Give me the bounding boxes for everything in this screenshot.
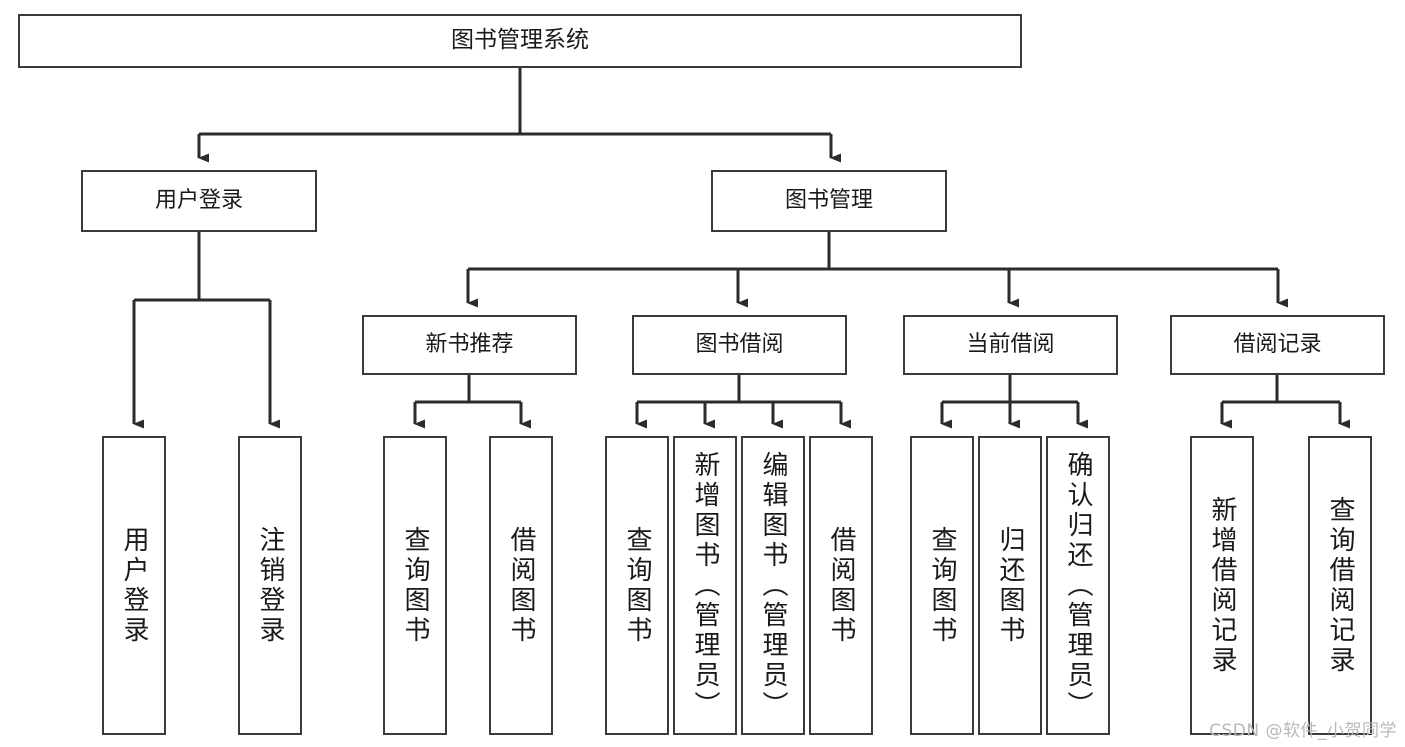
leaf-current-return-book[interactable]: 归还图书	[978, 436, 1042, 735]
leaf-borrow-borrow-book[interactable]: 借阅图书	[809, 436, 873, 735]
node-label: 查询图书	[927, 525, 957, 646]
node-label: 图书管理系统	[451, 27, 589, 54]
node-label: 当前借阅	[966, 332, 1055, 358]
node-current-borrow[interactable]: 当前借阅	[903, 315, 1118, 375]
node-label: 图书管理	[784, 188, 873, 214]
leaf-borrow-edit-book-admin[interactable]: 编辑图书（管理员）	[741, 436, 805, 735]
leaf-user-logout[interactable]: 注销登录	[238, 436, 302, 735]
node-label: 归还图书	[995, 525, 1025, 646]
leaf-borrow-query-book[interactable]: 查询图书	[605, 436, 669, 735]
node-label: 用户登录	[154, 188, 243, 214]
node-new-book-recommend[interactable]: 新书推荐	[362, 315, 577, 375]
leaf-user-login[interactable]: 用户登录	[102, 436, 166, 735]
leaf-new-books-borrow[interactable]: 借阅图书	[489, 436, 553, 735]
leaf-records-query-record[interactable]: 查询借阅记录	[1308, 436, 1372, 735]
node-label: 借阅记录	[1233, 332, 1322, 358]
node-label: 确认归还（管理员）	[1063, 450, 1093, 721]
node-label: 新书推荐	[425, 332, 514, 358]
node-label: 查询图书	[622, 525, 652, 646]
node-label: 查询借阅记录	[1325, 495, 1355, 676]
node-label: 注销登录	[255, 525, 285, 646]
node-label: 新增图书（管理员）	[690, 450, 720, 721]
leaf-new-books-query[interactable]: 查询图书	[383, 436, 447, 735]
node-user-login[interactable]: 用户登录	[81, 170, 317, 232]
node-label: 借阅图书	[506, 525, 536, 646]
leaf-records-add-record[interactable]: 新增借阅记录	[1190, 436, 1254, 735]
leaf-borrow-add-book-admin[interactable]: 新增图书（管理员）	[673, 436, 737, 735]
node-label: 查询图书	[400, 525, 430, 646]
node-label: 图书借阅	[695, 332, 784, 358]
node-borrow-records[interactable]: 借阅记录	[1170, 315, 1385, 375]
watermark-text: CSDN @软件_小贺同学	[1209, 721, 1397, 741]
node-label: 新增借阅记录	[1207, 495, 1237, 676]
node-label: 借阅图书	[826, 525, 856, 646]
node-label: 编辑图书（管理员）	[758, 450, 788, 721]
leaf-current-confirm-return-admin[interactable]: 确认归还（管理员）	[1046, 436, 1110, 735]
node-label: 用户登录	[119, 525, 149, 646]
node-book-management[interactable]: 图书管理	[711, 170, 947, 232]
leaf-current-query-book[interactable]: 查询图书	[910, 436, 974, 735]
node-root-system[interactable]: 图书管理系统	[18, 14, 1022, 68]
node-book-borrow[interactable]: 图书借阅	[632, 315, 847, 375]
